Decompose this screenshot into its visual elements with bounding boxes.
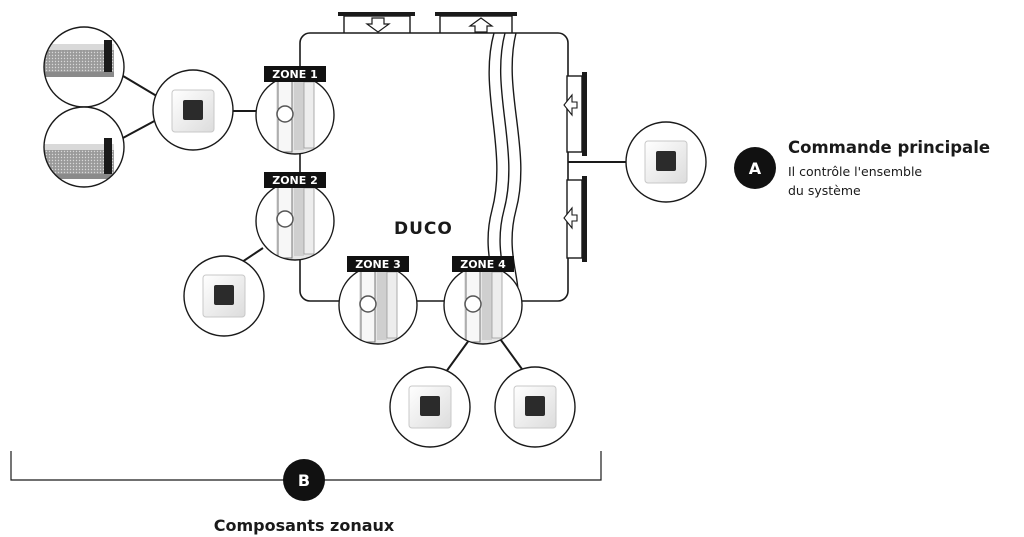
svg-text:ZONE 1: ZONE 1	[272, 68, 318, 81]
zone-label-3: ZONE 3	[347, 256, 409, 272]
window-vent-1	[43, 26, 125, 108]
side-duct-upper	[563, 72, 587, 156]
main-housing: DUCO	[299, 32, 569, 302]
zonal-bracket: B Composants zonaux	[10, 451, 602, 535]
svg-text:B: B	[298, 471, 310, 490]
control-panel-zone4-left	[389, 366, 471, 448]
zone-valve-2	[255, 181, 335, 261]
zone-label-1: ZONE 1	[264, 66, 326, 82]
zonal-title: Composants zonaux	[214, 516, 395, 535]
arrow-left-icon	[563, 93, 578, 117]
badge-a	[734, 147, 776, 189]
main-control-desc-2: du système	[788, 183, 861, 198]
badge-b	[283, 459, 325, 501]
top-duct-extract	[435, 12, 517, 35]
control-panel-zone1	[152, 69, 234, 151]
zone-valve-4	[443, 265, 523, 345]
main-control-panel	[625, 121, 707, 203]
arrow-left-icon	[563, 206, 578, 230]
window-vent-2	[43, 106, 125, 188]
main-control-desc-1: Il contrôle l'ensemble	[788, 164, 922, 179]
main-control-legend: A Commande principale Il contrôle l'ense…	[734, 138, 990, 198]
svg-text:ZONE 2: ZONE 2	[272, 174, 318, 187]
arrow-up-icon	[468, 17, 494, 33]
duco-logo: DUCO	[394, 219, 453, 239]
main-control-title: Commande principale	[788, 138, 990, 157]
arrow-down-icon	[365, 17, 391, 33]
side-duct-lower	[563, 176, 587, 262]
top-duct-supply	[338, 12, 415, 35]
zone-label-2: ZONE 2	[264, 172, 326, 188]
svg-text:A: A	[749, 159, 762, 178]
zone-label-4: ZONE 4	[452, 256, 514, 272]
control-panel-zone2	[183, 255, 265, 337]
zone-valve-3	[338, 265, 418, 345]
svg-text:ZONE 4: ZONE 4	[460, 258, 506, 271]
control-panel-zone4-right	[494, 366, 576, 448]
svg-text:ZONE 3: ZONE 3	[355, 258, 401, 271]
